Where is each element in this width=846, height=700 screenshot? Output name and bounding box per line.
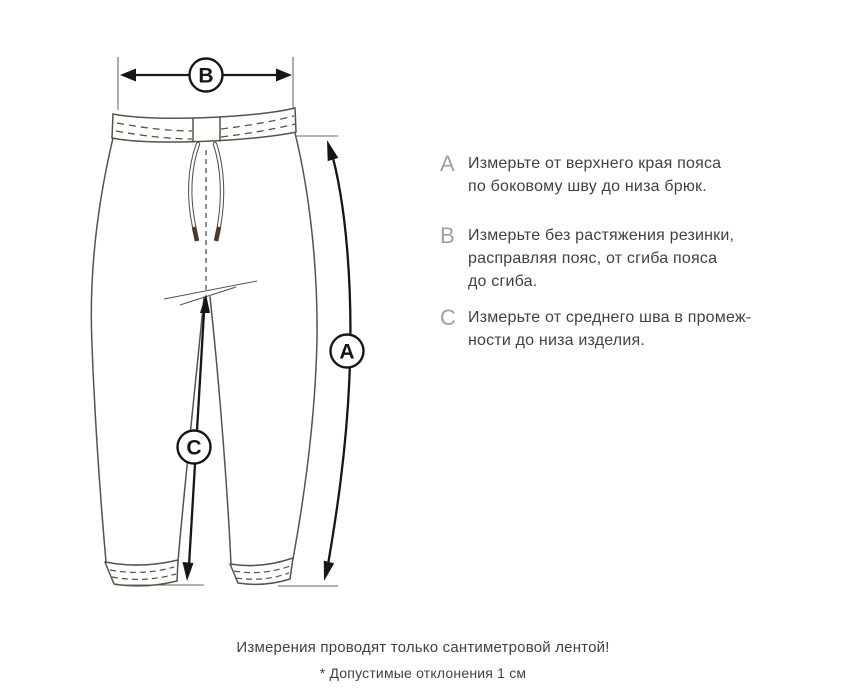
cuff-stitch-lines (109, 565, 291, 580)
legend-text-line: расправляя пояс, от сгиба пояса (468, 250, 718, 267)
legend-text-line: Измерьте от верхнего края пояса (468, 155, 722, 172)
right-cuff-stitch-upper (233, 565, 291, 574)
legend-item-c: C Измерьте от среднего шва в промеж- нос… (440, 306, 751, 352)
legend-text-a: Измерьте от верхнего края пояса по боков… (468, 152, 721, 198)
badge-circle-c (176, 429, 212, 465)
measure-badges: B A C (176, 57, 365, 465)
left-cuff-stitch-upper (109, 566, 175, 573)
waistband-top-edge (112, 107, 296, 120)
legend-text-line: Измерьте от среднего шва в промеж- (468, 309, 752, 326)
footer-note-tolerance: * Допустимые отклонения 1 см (319, 665, 527, 681)
legend-text-b: Измерьте без растяжения резинки, расправ… (468, 224, 734, 293)
left-cuff-stitch-lower (111, 573, 177, 580)
footer-note-measuring-tape: Измерения проводят только сантиметровой … (236, 639, 610, 656)
badge-circle-a (329, 333, 365, 369)
legend-letter-b: B (440, 223, 455, 248)
arrowhead-b-right (276, 68, 292, 82)
left-cuff (104, 559, 179, 587)
arrowhead-c-bottom (182, 562, 194, 581)
left-leg-inner-seam (177, 296, 205, 562)
legend-item-b: B Измерьте без растяжения резинки, распр… (440, 224, 734, 293)
legend-text-line: Измерьте без растяжения резинки, (468, 227, 735, 244)
waistband-bottom-edge (111, 131, 297, 143)
waistband-stitch-left-upper (116, 122, 193, 132)
waistband-stitch-right-lower (220, 123, 296, 138)
stitch-lines (115, 115, 296, 140)
legend-text-c: Измерьте от среднего шва в промеж- ности… (468, 306, 751, 352)
legend-letter-c: C (440, 305, 456, 330)
arrowhead-c-top (200, 294, 210, 313)
arrowhead-a-bottom (323, 560, 335, 581)
arrowhead-b-left (120, 68, 136, 82)
left-leg-outer-seam (90, 137, 114, 563)
pants-measurement-diagram: B A C (90, 57, 365, 587)
drawstring-left-aglet (191, 226, 200, 242)
legend-item-a: A Измерьте от верхнего края пояса по бок… (440, 152, 721, 198)
waistband-side-edges (111, 107, 297, 139)
legend-letter-a: A (440, 151, 455, 176)
waistband-stitch-right-upper (220, 115, 295, 130)
right-leg-outer-seam (292, 132, 318, 560)
waistband-stitch-left-lower (115, 130, 193, 140)
drawstring-right-aglet (213, 226, 222, 242)
legend-text-line: до сгиба. (468, 273, 538, 290)
badge-circle-b (188, 57, 224, 93)
crotch-tick-marks (163, 280, 258, 306)
right-cuff-stitch-lower (235, 572, 290, 580)
badge-letter-a: A (339, 341, 354, 364)
badge-letter-c: C (186, 437, 201, 460)
right-cuff (229, 557, 294, 586)
drawstring-channel-notch (192, 116, 221, 143)
badge-letter-b: B (198, 65, 213, 88)
legend-text-line: ности до низа изделия. (468, 332, 645, 349)
pants-outline (90, 107, 318, 587)
drawstring (188, 141, 225, 242)
right-leg-inner-seam (209, 296, 232, 565)
legend-text-line: по боковому шву до низа брюк. (468, 178, 707, 195)
arrowhead-a-top (327, 140, 339, 162)
